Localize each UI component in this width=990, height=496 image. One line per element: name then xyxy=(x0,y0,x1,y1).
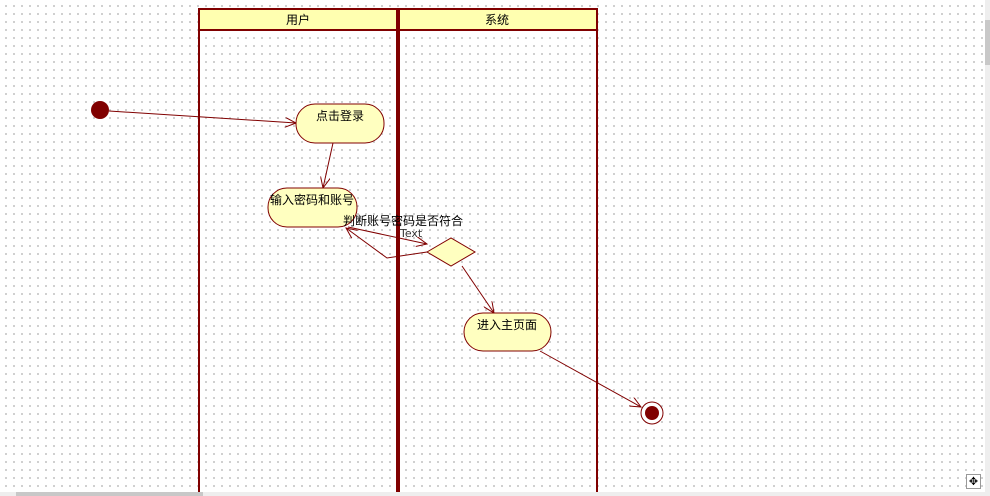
activity-enter-home-label: 进入主页面 xyxy=(477,318,537,332)
swimlane-user[interactable]: 用户 xyxy=(198,8,399,492)
transition-start-to-login[interactable] xyxy=(108,110,296,123)
transition-home-to-end[interactable] xyxy=(539,350,641,407)
horizontal-scrollbar-thumb[interactable] xyxy=(16,492,203,496)
transition-text-label[interactable]: Text xyxy=(399,227,423,240)
transition-login-to-input[interactable] xyxy=(323,142,334,188)
move-icon[interactable]: ✥ xyxy=(966,474,981,489)
transition-input-to-decision[interactable] xyxy=(347,226,427,244)
transition-check-label[interactable]: 判断账号密码是否符合 xyxy=(343,213,463,228)
activity-enter-home[interactable]: 进入主页面 xyxy=(463,312,552,352)
swimlane-system-label: 系统 xyxy=(485,13,509,27)
initial-state[interactable] xyxy=(91,101,109,119)
decision-node[interactable] xyxy=(426,237,476,267)
activity-click-login[interactable]: 点击登录 xyxy=(295,103,385,144)
swimlane-user-label: 用户 xyxy=(286,12,310,27)
activity-input-credentials-label: 输入密码和账号 xyxy=(270,192,354,207)
vertical-scrollbar-thumb[interactable] xyxy=(985,20,990,65)
transition-decision-to-home[interactable] xyxy=(461,265,494,313)
vertical-scrollbar[interactable] xyxy=(985,0,990,492)
activity-input-credentials[interactable]: 输入密码和账号 xyxy=(267,187,358,228)
transition-decision-to-input[interactable] xyxy=(346,228,428,259)
swimlane-system[interactable]: 系统 xyxy=(396,8,598,492)
final-state[interactable] xyxy=(640,401,664,425)
horizontal-scrollbar[interactable] xyxy=(0,492,990,496)
activity-click-login-label: 点击登录 xyxy=(316,108,364,123)
